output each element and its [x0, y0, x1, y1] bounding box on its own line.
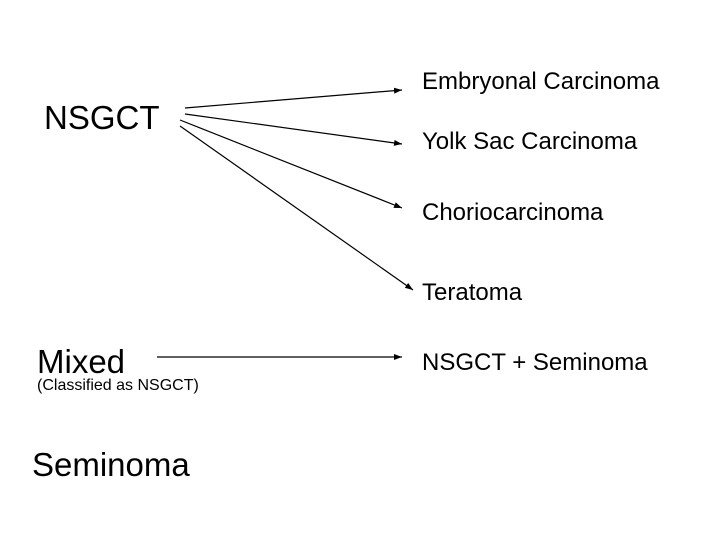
arrow-nsgct-chorio — [179, 119, 403, 209]
arrow-nsgct-yolk-sac — [184, 113, 403, 146]
nsgct-label: NSGCT — [44, 99, 160, 136]
embryonal-carcinoma-label: Embryonal Carcinoma — [422, 68, 660, 95]
seminoma-label: Seminoma — [32, 446, 190, 483]
nsgct-seminoma-label: NSGCT + Seminoma — [422, 349, 648, 376]
teratoma-label: Teratoma — [422, 279, 523, 306]
arrow-nsgct-embryonal — [184, 87, 403, 109]
yolk-sac-carcinoma-label: Yolk Sac Carcinoma — [422, 128, 638, 155]
choriocarcinoma-label: Choriocarcinoma — [422, 199, 604, 226]
mixed-note: (Classified as NSGCT) — [37, 377, 199, 394]
mixed-label: Mixed — [37, 343, 126, 380]
arrow-nsgct-teratoma — [179, 125, 414, 291]
